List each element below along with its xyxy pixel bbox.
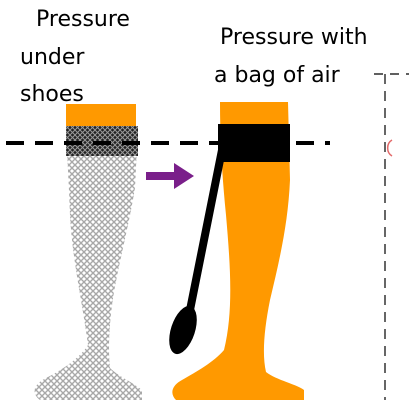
pump-bulb-icon [164, 303, 202, 358]
left-leg-skin-top [66, 104, 136, 126]
partial-panel-frame [374, 74, 409, 400]
right-arrow-icon [146, 163, 194, 189]
left-leg-figure [35, 104, 142, 400]
air-cuff [218, 124, 290, 162]
left-leg-stocking [35, 126, 142, 400]
partial-annotation-mark [388, 140, 392, 156]
right-leg-figure [164, 102, 304, 400]
